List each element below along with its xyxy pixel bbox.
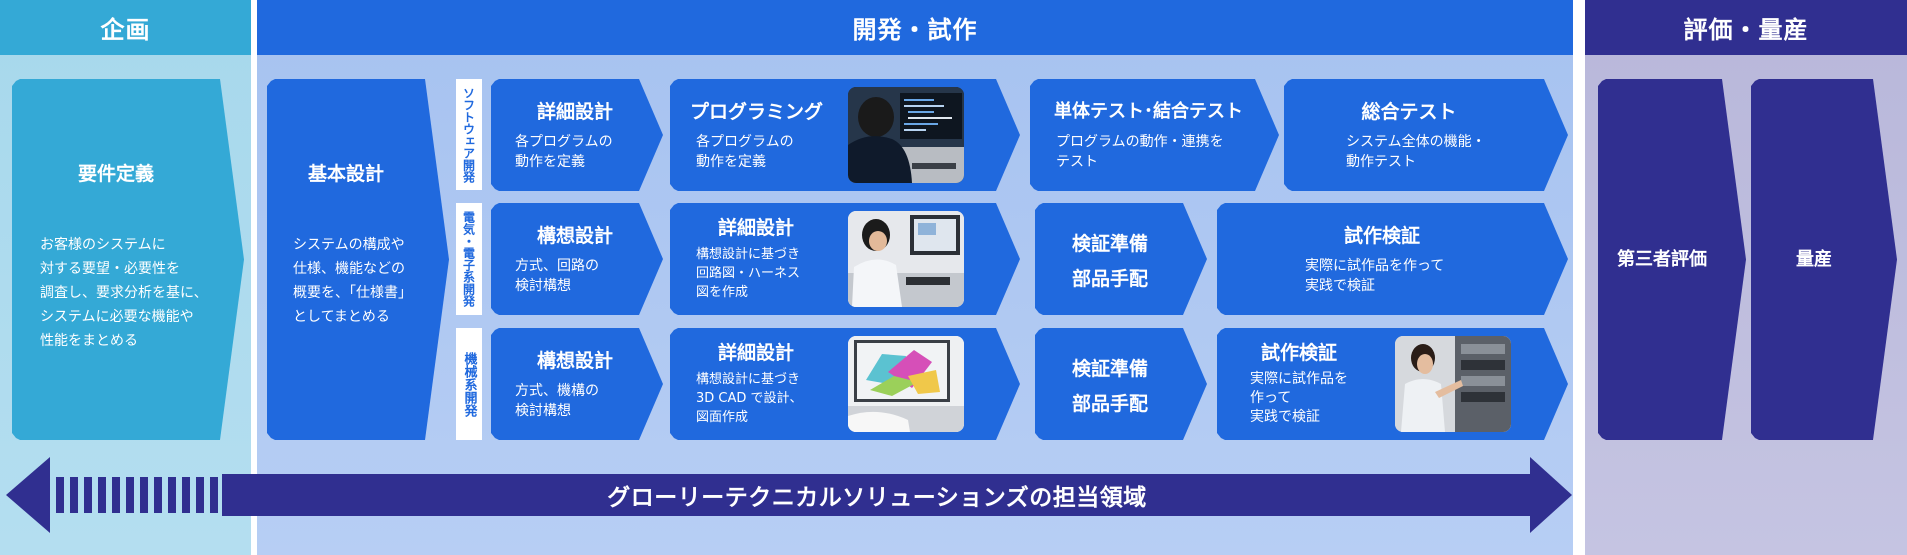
software-detail-title: 詳細設計: [536, 101, 613, 123]
responsibility-arrow: [6, 457, 1572, 533]
software-detail-design-step: 詳細設計 各プログラムの 動作を定義: [491, 79, 663, 191]
electrical-detail-design-step: 詳細設計 構想設計に基づき 回路図・ハーネス 図を作成: [670, 203, 1020, 315]
software-row-label: ソフトウェア開発: [456, 79, 482, 190]
mechanical-row-label: 機械系開発: [456, 328, 482, 440]
basic-design-desc: システムの構成や 仕様、機能などの 概要を、「仕様書」 としてまとめる: [293, 237, 412, 325]
arrow-left-head: [6, 457, 50, 533]
electrical-concept-title: 構想設計: [536, 225, 613, 247]
electrical-detail-photo: [848, 211, 964, 307]
mechanical-detail-design-step: 詳細設計 構想設計に基づき 3D CAD で設計、 図面作成: [670, 328, 1020, 440]
mechanical-prototype-title: 試作検証: [1261, 342, 1338, 364]
electrical-concept-design-step: 構想設計 方式、回路の 検討構想: [491, 203, 663, 315]
mechanical-detail-photo: [848, 336, 964, 432]
mechanical-prep-step: 検証準備 部品手配: [1035, 328, 1207, 440]
unit-integration-test-step: 単体テスト･結合テスト プログラムの動作・連携を テスト: [1030, 79, 1279, 191]
mechanical-detail-desc: 構想設計に基づき 3D CAD で設計、 図面作成: [696, 372, 803, 425]
planning-header: 企画: [0, 0, 251, 55]
programming-desc: 各プログラムの 動作を定義: [696, 134, 794, 170]
programming-title: プログラミング: [690, 101, 824, 123]
requirements-desc: お客様のシステムに 対する要望・必要性を 調査し、要求分析を基に、 システムに必…: [40, 237, 208, 349]
total-test-step: 総合テスト システム全体の機能・ 動作テスト: [1284, 79, 1568, 191]
electrical-prototype-desc: 実際に試作品を作って 実践で検証: [1305, 258, 1445, 294]
arrow-stripes: [56, 477, 218, 513]
mechanical-prep-line1: 検証準備: [1071, 358, 1148, 380]
evaluation-header: 評価・量産: [1585, 0, 1907, 55]
programming-step: プログラミング 各プログラムの 動作を定義: [670, 79, 1020, 191]
electrical-prototype-title: 試作検証: [1343, 225, 1420, 247]
arrow-body: [222, 474, 1532, 516]
total-test-desc: システム全体の機能・ 動作テスト: [1346, 134, 1486, 170]
total-test-title: 総合テスト: [1361, 101, 1457, 123]
cad-photo-illustration: [848, 336, 964, 432]
requirements-definition-step: 要件定義 お客様のシステムに 対する要望・必要性を 調査し、要求分析を基に、 シ…: [12, 79, 244, 440]
basic-design-step: 基本設計 システムの構成や 仕様、機能などの 概要を、「仕様書」 としてまとめる: [267, 79, 449, 440]
programming-photo: [848, 87, 964, 183]
electrical-prep-line1: 検証準備: [1071, 233, 1148, 255]
mechanical-concept-title: 構想設計: [536, 350, 613, 372]
electrical-prep-step: 検証準備 部品手配: [1035, 203, 1207, 315]
basic-design-title: 基本設計: [307, 163, 384, 185]
electrical-row-label: 電気・電子系開発: [456, 203, 482, 315]
electrical-concept-desc: 方式、回路の 検討構想: [515, 258, 599, 294]
mechanical-prep-line2: 部品手配: [1071, 393, 1148, 415]
software-detail-desc: 各プログラムの 動作を定義: [515, 134, 613, 170]
arrow-right-head: [1530, 457, 1572, 533]
mass-production-title: 量産: [1796, 249, 1832, 270]
electrical-prototype-step: 試作検証 実際に試作品を作って 実践で検証: [1217, 203, 1568, 315]
mechanical-concept-design-step: 構想設計 方式、機構の 検討構想: [491, 328, 663, 440]
development-header: 開発・試作: [257, 0, 1573, 55]
mass-production-step: 量産: [1751, 79, 1897, 440]
mechanical-prototype-desc: 実際に試作品を 作って 実践で検証: [1250, 371, 1348, 425]
unit-test-title: 単体テスト･結合テスト: [1054, 101, 1243, 122]
electrical-photo-illustration: [848, 211, 964, 307]
responsibility-label: グローリーテクニカルソリューションズの担当領域: [607, 485, 1147, 511]
mechanical-prototype-photo: [1395, 336, 1511, 432]
mechanical-concept-desc: 方式、機構の 検討構想: [515, 383, 599, 419]
electrical-detail-title: 詳細設計: [717, 217, 794, 239]
mechanical-prototype-step: 試作検証 実際に試作品を 作って 実践で検証: [1217, 328, 1568, 440]
third-party-title: 第三者評価: [1617, 249, 1707, 270]
programming-photo-illustration: [848, 87, 964, 183]
prototype-photo-illustration: [1395, 336, 1511, 432]
mechanical-detail-title: 詳細設計: [717, 342, 794, 364]
unit-test-desc: プログラムの動作・連携を テスト: [1056, 134, 1224, 170]
electrical-prep-line2: 部品手配: [1071, 268, 1148, 290]
third-party-evaluation-step: 第三者評価: [1598, 79, 1746, 440]
electrical-detail-desc: 構想設計に基づき 回路図・ハーネス 図を作成: [696, 247, 801, 300]
requirements-title: 要件定義: [77, 163, 154, 185]
